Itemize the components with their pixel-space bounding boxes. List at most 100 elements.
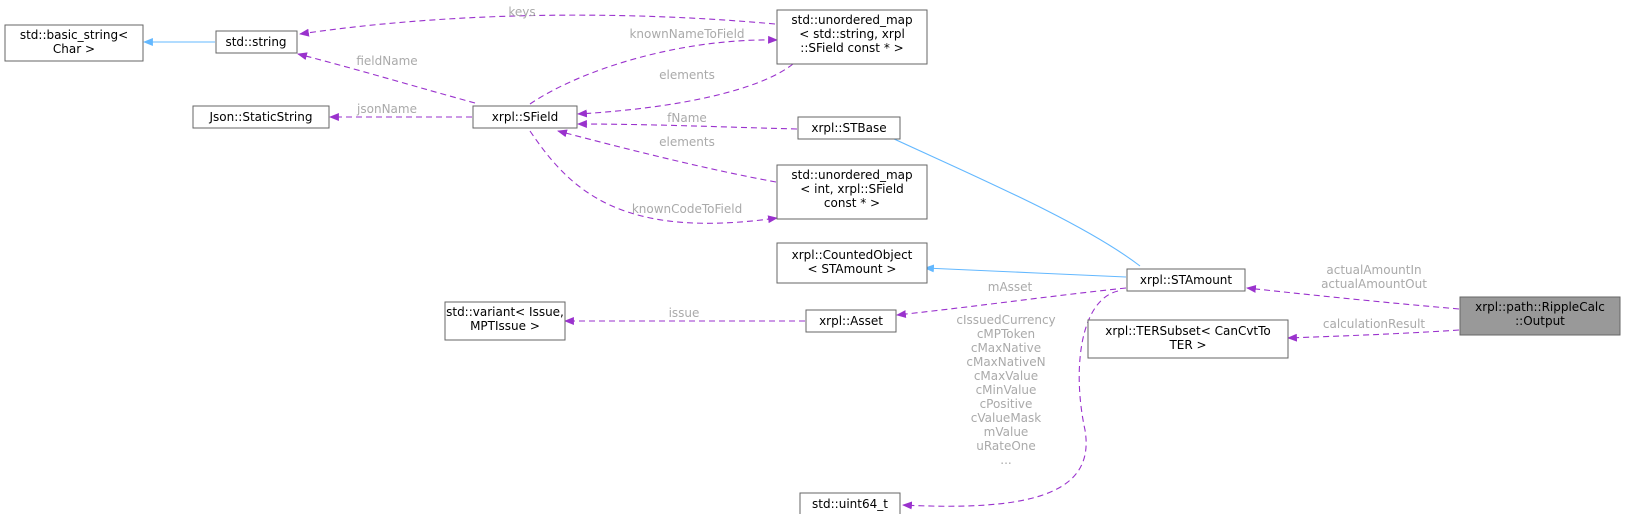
text-line: elements xyxy=(659,68,715,82)
node-std-variant[interactable]: std::variant< Issue,MPTIssue > xyxy=(444,301,566,341)
edge-label-masset: mAsset xyxy=(988,280,1033,294)
text-line: cMPToken xyxy=(977,327,1035,341)
node-ripplecalc-output[interactable]: xrpl::path::RippleCalc::Output xyxy=(1459,296,1621,336)
edge-keys xyxy=(299,14,776,37)
text-line: Json::StaticString xyxy=(209,110,313,124)
text-line: knownCodeToField xyxy=(632,202,742,216)
text-line: fName xyxy=(667,111,707,125)
text-line: actualAmountOut xyxy=(1321,277,1427,291)
node-json-static-string[interactable]: Json::StaticString xyxy=(192,105,330,129)
edge-amounts xyxy=(1246,285,1460,310)
text-line: mValue xyxy=(984,425,1029,439)
svg-text:xrpl::STBase: xrpl::STBase xyxy=(811,121,886,135)
text-line: ... xyxy=(1000,453,1011,467)
svg-text:xrpl::path::RippleCalc::Output: xrpl::path::RippleCalc::Output xyxy=(1475,300,1605,328)
text-line: cMaxValue xyxy=(974,369,1038,383)
svg-text:std::unordered_map< int, xrpl:: std::unordered_map< int, xrpl::SFieldcon… xyxy=(791,168,912,210)
edge-stamount-inherits-counted-object xyxy=(924,264,1127,278)
edge-label-fieldname: fieldName xyxy=(356,54,417,68)
text-line: ::Output xyxy=(1515,314,1565,328)
edge-fname xyxy=(577,120,798,130)
edge-elements-bottom xyxy=(557,129,777,183)
svg-text:xrpl::CountedObject< STAmount: xrpl::CountedObject< STAmount > xyxy=(792,248,913,276)
svg-text:xrpl::Asset: xrpl::Asset xyxy=(819,314,883,328)
node-xrpl-asset[interactable]: xrpl::Asset xyxy=(805,309,897,333)
text-line: knownNameToField xyxy=(629,27,744,41)
text-line: elements xyxy=(659,135,715,149)
text-line: cPositive xyxy=(980,397,1033,411)
node-xrpl-stbase[interactable]: xrpl::STBase xyxy=(797,116,901,140)
edge-known-name-to-field xyxy=(529,35,778,105)
text-line: xrpl::SField xyxy=(492,110,558,124)
edge-stamount-inherits-stbase xyxy=(876,130,1141,267)
edge-constants xyxy=(902,290,1119,510)
text-line: std::uint64_t xyxy=(812,497,888,511)
node-unordered-map-string-sfield[interactable]: std::unordered_map< std::string, xrpl::S… xyxy=(776,9,928,65)
edge-label-elements-bottom: elements xyxy=(659,135,715,149)
text-line: MPTIssue > xyxy=(470,319,540,333)
edge-masset xyxy=(896,287,1127,318)
text-line: mAsset xyxy=(988,280,1033,294)
node-xrpl-stamount[interactable]: xrpl::STAmount xyxy=(1126,268,1246,292)
node-xrpl-counted-object[interactable]: xrpl::CountedObject< STAmount > xyxy=(776,242,928,284)
text-line: xrpl::STBase xyxy=(811,121,886,135)
node-std-uint64[interactable]: std::uint64_t xyxy=(799,492,901,514)
edge-calculation-result xyxy=(1287,329,1460,342)
text-line: std::unordered_map xyxy=(791,13,912,27)
text-line: issue xyxy=(669,306,700,320)
text-line: cMaxNativeN xyxy=(966,355,1045,369)
edge-elements-top xyxy=(577,63,794,118)
text-line: Char > xyxy=(53,42,95,56)
svg-text:std::variant< Issue,MPTIssue >: std::variant< Issue,MPTIssue > xyxy=(446,305,564,333)
edge-fieldname xyxy=(297,52,476,104)
text-line: std::unordered_map xyxy=(791,168,912,182)
text-line: < STAmount > xyxy=(808,262,897,276)
text-line: std::basic_string< xyxy=(20,28,128,42)
text-line: keys xyxy=(508,5,535,19)
text-line: const * > xyxy=(824,196,880,210)
text-line: xrpl::Asset xyxy=(819,314,883,328)
text-line: xrpl::path::RippleCalc xyxy=(1475,300,1605,314)
text-line: cMaxNative xyxy=(971,341,1041,355)
node-std-string[interactable]: std::string xyxy=(215,30,298,54)
edge-label-elements-top: elements xyxy=(659,68,715,82)
text-line: fieldName xyxy=(356,54,417,68)
edge-label-fname: fName xyxy=(667,111,707,125)
svg-text:std::basic_string<Char >: std::basic_string<Char > xyxy=(20,28,128,56)
svg-text:xrpl::SField: xrpl::SField xyxy=(492,110,558,124)
text-line: cValueMask xyxy=(971,411,1042,425)
svg-text:std::uint64_t: std::uint64_t xyxy=(812,497,888,511)
text-line: std::variant< Issue, xyxy=(446,305,564,319)
edge-label-known-code-to-field: knownCodeToField xyxy=(632,202,742,216)
text-line: ::SField const * > xyxy=(800,41,903,55)
text-line: uRateOne xyxy=(976,439,1036,453)
edge-label-jsonname: jsonName xyxy=(356,102,417,116)
svg-text:xrpl::STAmount: xrpl::STAmount xyxy=(1140,273,1233,287)
text-line: calculationResult xyxy=(1323,317,1426,331)
text-line: cMinValue xyxy=(976,383,1037,397)
text-line: std::string xyxy=(225,35,286,49)
text-line: xrpl::TERSubset< CanCvtTo xyxy=(1105,324,1271,338)
edge-label-calculation-result: calculationResult xyxy=(1323,317,1426,331)
edge-label-keys: keys xyxy=(508,5,535,19)
text-line: jsonName xyxy=(356,102,417,116)
text-line: actualAmountIn xyxy=(1326,263,1421,277)
text-line: xrpl::CountedObject xyxy=(792,248,913,262)
text-line: TER > xyxy=(1168,338,1206,352)
text-line: < int, xrpl::SField xyxy=(800,182,904,196)
svg-text:std::unordered_map< std::strin: std::unordered_map< std::string, xrpl::S… xyxy=(791,13,912,55)
text-line: < std::string, xrpl xyxy=(799,27,905,41)
text-line: cIssuedCurrency xyxy=(956,313,1055,327)
text-line: xrpl::STAmount xyxy=(1140,273,1233,287)
node-std-basic-string[interactable]: std::basic_string<Char > xyxy=(4,24,144,62)
edge-known-code-to-field xyxy=(529,130,778,224)
svg-text:Json::StaticString: Json::StaticString xyxy=(209,110,313,124)
edge-label-issue: issue xyxy=(669,306,700,320)
node-xrpl-sfield[interactable]: xrpl::SField xyxy=(472,105,578,129)
